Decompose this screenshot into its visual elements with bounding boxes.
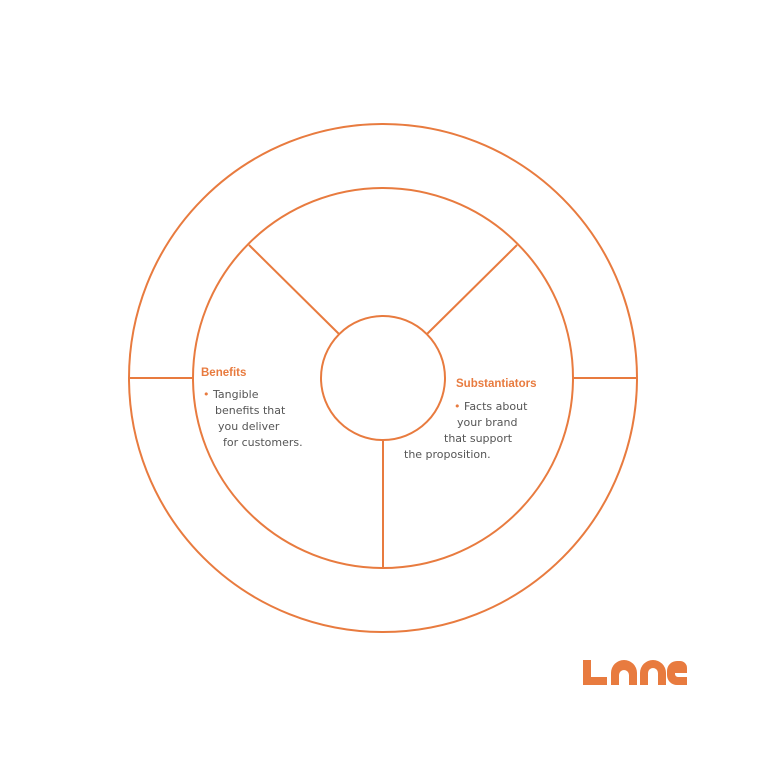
substantiators-segment: Substantiators • Facts about your brand … [404, 378, 537, 461]
benefits-line: you deliver [218, 420, 280, 433]
upper-left-spoke [248, 244, 340, 335]
logo-letter-e [667, 661, 687, 685]
benefits-title: Benefits [201, 367, 246, 379]
substantiators-line: your brand [457, 416, 517, 429]
benefits-line: benefits that [215, 404, 286, 417]
substantiators-title: Substantiators [456, 378, 537, 390]
upper-right-spoke [426, 244, 518, 335]
substantiators-line: the proposition. [404, 448, 491, 461]
benefits-line: Tangible [212, 388, 259, 401]
substantiators-line: Facts about [464, 400, 528, 413]
benefits-segment: Benefits • Tangible benefits that you de… [201, 367, 303, 449]
benefits-bullet-icon: • [203, 388, 210, 401]
substantiators-bullet-icon: • [454, 400, 461, 413]
substantiators-line: that support [444, 432, 513, 445]
logo-letter-a [611, 660, 637, 685]
lane-logo [583, 660, 687, 685]
logo-letter-l [583, 660, 607, 685]
benefits-line: for customers. [223, 436, 303, 449]
center-hub [320, 315, 446, 441]
logo-letter-n [640, 660, 666, 685]
